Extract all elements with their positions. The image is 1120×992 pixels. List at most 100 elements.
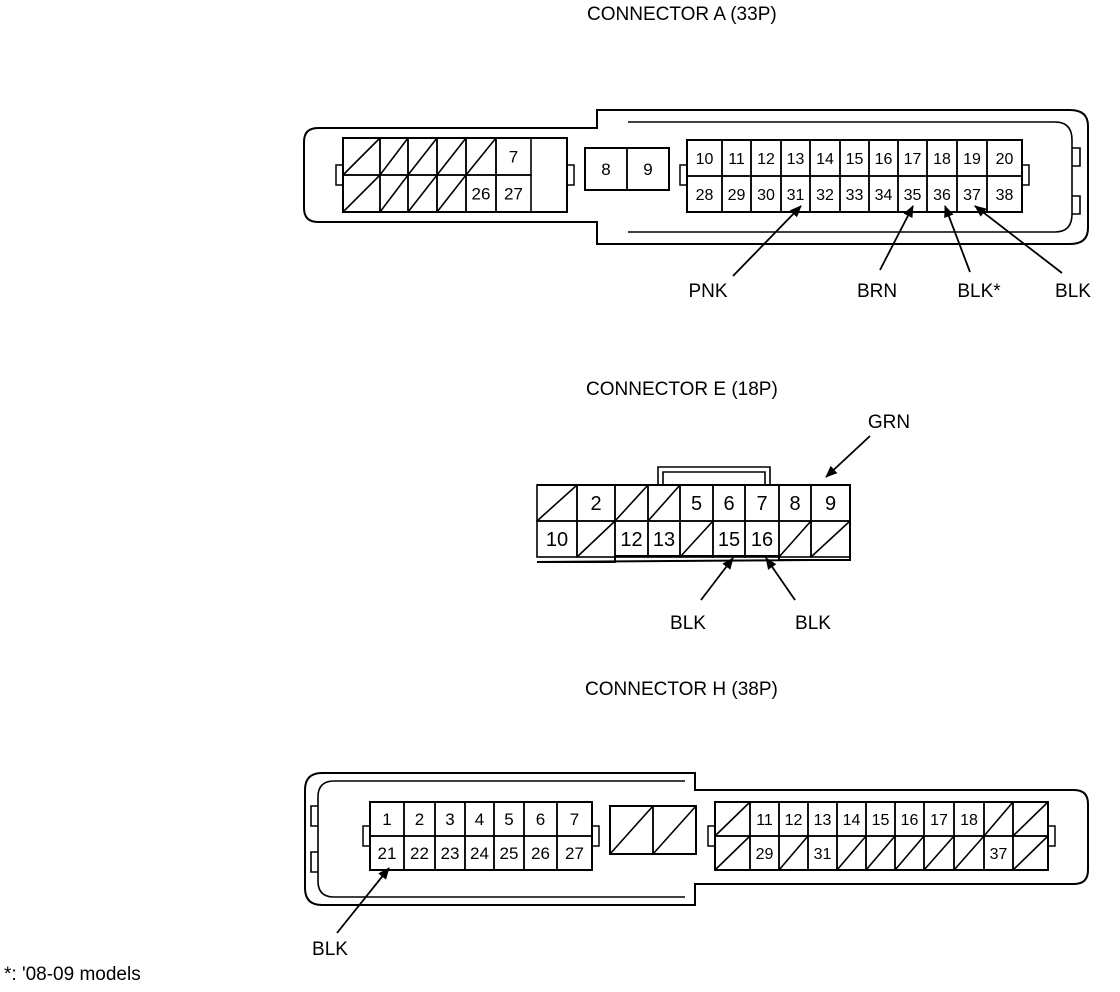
svg-text:18: 18 bbox=[933, 151, 951, 168]
svg-text:5: 5 bbox=[691, 493, 702, 515]
connector-h-pin-1: 1 bbox=[369, 801, 405, 837]
connector-a-right-latch bbox=[679, 164, 688, 186]
connector-e-wire-9: GRN bbox=[868, 412, 910, 433]
connector-a bbox=[303, 109, 1089, 245]
connector-h-pin-29: 29 bbox=[749, 835, 780, 871]
connector-a-title: CONNECTOR A (33P) bbox=[587, 4, 777, 25]
connector-h-pin-plug-0 bbox=[714, 835, 751, 871]
svg-text:15: 15 bbox=[872, 812, 890, 829]
svg-text:7: 7 bbox=[756, 493, 767, 515]
svg-text:7: 7 bbox=[509, 148, 518, 167]
svg-text:4: 4 bbox=[475, 810, 484, 829]
svg-text:13: 13 bbox=[787, 151, 805, 168]
svg-text:16: 16 bbox=[901, 812, 919, 829]
connector-e-wire-15: BLK bbox=[670, 613, 706, 634]
svg-text:21: 21 bbox=[378, 844, 397, 863]
svg-text:10: 10 bbox=[696, 151, 714, 168]
connector-h-pin-16: 16 bbox=[894, 801, 925, 837]
connector-a-pin-plug-4 bbox=[465, 137, 497, 176]
svg-text:38: 38 bbox=[996, 187, 1014, 204]
connector-a-wire-37: BLK bbox=[1055, 281, 1091, 302]
footnote: *: '08-09 models bbox=[4, 964, 141, 985]
svg-text:24: 24 bbox=[470, 844, 489, 863]
connector-a-arrow-36 bbox=[944, 205, 971, 273]
connector-h-housing-outer bbox=[304, 772, 1089, 906]
svg-text:29: 29 bbox=[756, 846, 774, 863]
svg-text:23: 23 bbox=[441, 844, 460, 863]
connector-h-arrow-21 bbox=[336, 867, 390, 934]
svg-text:2: 2 bbox=[590, 493, 601, 515]
connector-h-pin-27: 27 bbox=[556, 835, 593, 871]
svg-text:30: 30 bbox=[757, 187, 775, 204]
svg-text:17: 17 bbox=[930, 812, 948, 829]
connector-e-pin-plug-8 bbox=[810, 520, 851, 558]
svg-text:22: 22 bbox=[410, 844, 429, 863]
svg-text:11: 11 bbox=[756, 812, 773, 829]
connector-a-pin-plug-0 bbox=[342, 174, 381, 213]
connector-a-housing-outer bbox=[303, 109, 1089, 245]
connector-e-pin-12: 12 bbox=[614, 520, 649, 558]
svg-text:16: 16 bbox=[751, 529, 773, 551]
svg-text:37: 37 bbox=[990, 846, 1008, 863]
svg-text:27: 27 bbox=[504, 185, 523, 204]
connector-h-housing-inner bbox=[317, 780, 685, 898]
connector-a-pin-12: 12 bbox=[750, 139, 782, 177]
connector-a-pin-plug-3 bbox=[436, 174, 467, 213]
connector-h-left-latch bbox=[362, 825, 371, 847]
svg-text:12: 12 bbox=[785, 812, 803, 829]
connector-h-wire-21: BLK bbox=[312, 939, 348, 960]
connector-a-pin-plug-0 bbox=[342, 137, 381, 176]
connector-h-pin-3: 3 bbox=[434, 801, 466, 837]
connector-a-pin-plug-2 bbox=[407, 137, 438, 176]
connector-h-pin-plug-0 bbox=[609, 805, 654, 855]
connector-a-pin-10: 10 bbox=[686, 139, 723, 177]
connector-e-pin-6: 6 bbox=[712, 484, 746, 522]
svg-text:8: 8 bbox=[789, 493, 800, 515]
connector-h-pin-7: 7 bbox=[556, 801, 593, 837]
connector-h-pin-22: 22 bbox=[403, 835, 436, 871]
connector-a-arrow-37 bbox=[974, 205, 1063, 274]
svg-text:25: 25 bbox=[500, 844, 519, 863]
connector-h-pin-21: 21 bbox=[369, 835, 405, 871]
connector-a-pin-33: 33 bbox=[839, 175, 870, 213]
connector-e-pin-plug-4 bbox=[679, 520, 714, 558]
connector-h-right-latch bbox=[707, 825, 716, 847]
svg-text:31: 31 bbox=[814, 846, 832, 863]
connector-a-housing-inner bbox=[628, 121, 1073, 233]
connector-a-housing-lip bbox=[1072, 147, 1081, 215]
connector-a-arrow-31 bbox=[732, 205, 802, 277]
connector-a-pin-7: 7 bbox=[495, 137, 532, 176]
connector-a-pin-18: 18 bbox=[926, 139, 958, 177]
connector-e-arrow-9 bbox=[825, 435, 871, 478]
connector-a-pin-37: 37 bbox=[956, 175, 988, 213]
svg-text:34: 34 bbox=[875, 187, 893, 204]
svg-text:15: 15 bbox=[718, 529, 740, 551]
svg-text:37: 37 bbox=[963, 187, 981, 204]
connector-a-pin-plug-1 bbox=[379, 137, 409, 176]
connector-h-pin-12: 12 bbox=[778, 801, 809, 837]
connector-e-housing-tab bbox=[657, 466, 771, 485]
connector-a-left-latch bbox=[335, 164, 344, 186]
connector-h-pin-17: 17 bbox=[923, 801, 955, 837]
connector-e-pin-plug-2 bbox=[614, 484, 649, 522]
svg-text:12: 12 bbox=[757, 151, 775, 168]
connector-e-pin-16: 16 bbox=[744, 520, 780, 558]
svg-text:5: 5 bbox=[504, 810, 513, 829]
svg-text:8: 8 bbox=[601, 160, 610, 179]
connector-h-pin-plug-1 bbox=[652, 805, 697, 855]
connector-h-pin-plug-10 bbox=[1012, 801, 1049, 837]
svg-text:17: 17 bbox=[904, 151, 922, 168]
svg-text:26: 26 bbox=[472, 185, 491, 204]
svg-text:1: 1 bbox=[382, 810, 391, 829]
svg-text:31: 31 bbox=[787, 187, 805, 204]
connector-e-pin-15: 15 bbox=[712, 520, 746, 558]
connector-a-pin-17: 17 bbox=[897, 139, 928, 177]
connector-h-pin-5: 5 bbox=[493, 801, 525, 837]
connector-h-pin-15: 15 bbox=[865, 801, 896, 837]
svg-text:28: 28 bbox=[696, 187, 714, 204]
svg-text:9: 9 bbox=[825, 493, 836, 515]
svg-text:29: 29 bbox=[728, 187, 746, 204]
connector-a-pin-plug-1 bbox=[379, 174, 409, 213]
svg-text:27: 27 bbox=[565, 844, 584, 863]
